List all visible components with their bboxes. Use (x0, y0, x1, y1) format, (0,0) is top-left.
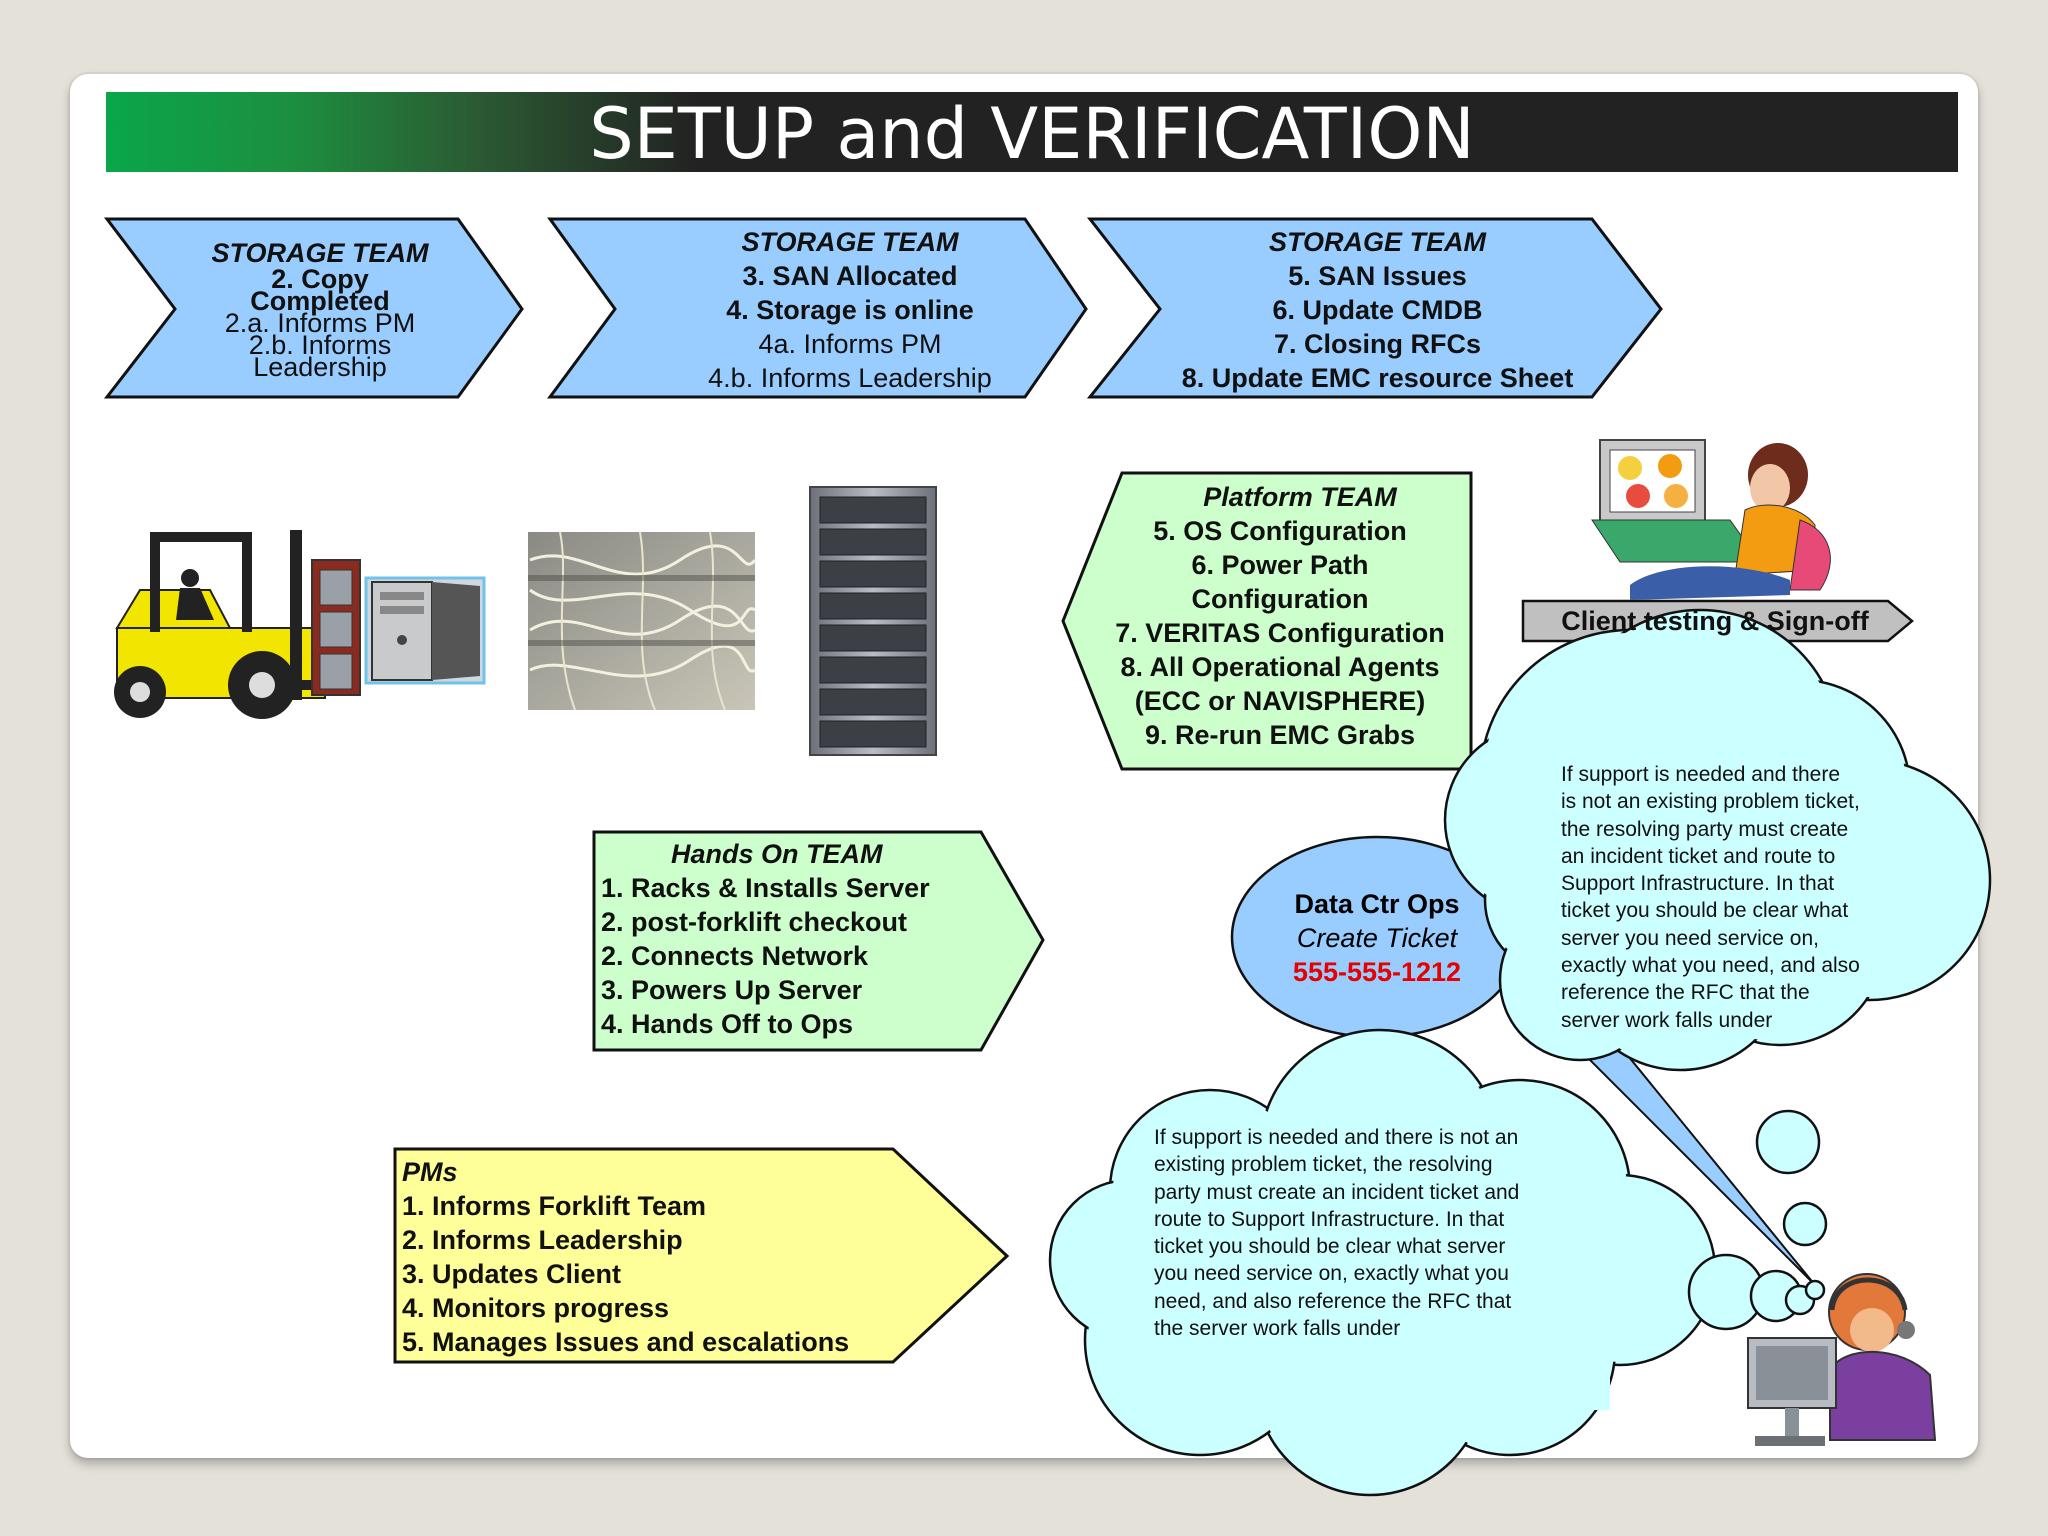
cloud-bottom-line: the server work falls under (1154, 1317, 1401, 1341)
thought-cloud-bottom-text: If support is needed and there is not an… (1154, 1124, 1574, 1342)
hands-on-team-text: Hands On TEAM 1. Racks & Installs Server… (601, 837, 981, 1041)
cloud-top-line: ticket you should be clear what (1561, 899, 1849, 923)
platform-team-text: Platform TEAM 5. OS Configuration 6. Pow… (1090, 480, 1470, 752)
create-ticket-label: Create Ticket (1296, 923, 1458, 953)
storage-team-3-item: 7. Closing RFCs (1273, 329, 1482, 359)
forklift-icon (114, 530, 486, 719)
storage-team-2-text: STORAGE TEAM 3. SAN Allocated 4. Storage… (640, 225, 1060, 395)
storage-team-3-title: STORAGE TEAM (1268, 227, 1486, 257)
cloud-bottom-line: you need service on, exactly what you (1154, 1262, 1509, 1286)
storage-team-2-title: STORAGE TEAM (741, 227, 959, 257)
hands-on-team-box (592, 830, 1045, 1052)
platform-team-title: Platform TEAM (1203, 482, 1397, 512)
cloud-bottom-line: route to Support Infrastructure. In that (1154, 1207, 1505, 1231)
storage-team-1-item: 2.a. Informs PM (224, 308, 416, 338)
operator-headset-icon (1747, 1273, 1937, 1446)
client-testing-icon (1591, 439, 1831, 600)
cloud-bottom-line: need, and also reference the RFC that (1154, 1289, 1512, 1313)
platform-team-item: Configuration (1191, 584, 1369, 614)
storage-team-3-item: 5. SAN Issues (1288, 261, 1467, 291)
hands-on-team-item: 4. Hands Off to Ops (601, 1009, 854, 1039)
hands-on-team-item: 1. Racks & Installs Server (601, 873, 930, 903)
slide-title: SETUP and VERIFICATION (589, 93, 1475, 175)
pms-title: PMs (402, 1157, 458, 1187)
storage-team-1-title: STORAGE TEAM (211, 238, 429, 268)
storage-rack-icon (809, 486, 937, 756)
storage-team-2-item: 4. Storage is online (726, 295, 974, 325)
client-signoff-label: Client testing & Sign-off (1561, 606, 1869, 636)
platform-team-item: 7. VERITAS Configuration (1115, 618, 1445, 648)
platform-team-box (1061, 471, 1473, 771)
cloud-top-line: is not an existing problem ticket, (1561, 790, 1860, 814)
platform-team-item: 9. Re-run EMC Grabs (1144, 720, 1416, 750)
pms-box (393, 1147, 1010, 1364)
pms-text: PMs 1. Informs Forklift Team 2. Informs … (402, 1155, 902, 1359)
thought-bubbles (1687, 1109, 1828, 1331)
pms-item: 3. Updates Client (402, 1259, 622, 1289)
network-cables-image (528, 531, 757, 711)
storage-team-1-item: Completed (250, 286, 390, 316)
cloud-bottom-line: existing problem ticket, the resolving (1154, 1153, 1493, 1177)
storage-team-2-item: 3. SAN Allocated (742, 261, 958, 291)
storage-team-1-item: 2.b. Informs (248, 330, 392, 360)
storage-team-3-item: 8. Update EMC resource Sheet (1181, 363, 1574, 393)
storage-team-2-chevron (547, 217, 1088, 399)
platform-team-item: 6. Power Path (1191, 550, 1369, 580)
storage-team-3-item: 6. Update CMDB (1272, 295, 1483, 325)
cloud-top-line: Support Infrastructure. In that (1561, 872, 1835, 896)
cloud-top-line: exactly what you need, and also (1561, 954, 1860, 978)
storage-team-1-item: 2. Copy (271, 264, 369, 294)
hands-on-team-item: 2. Connects Network (601, 941, 869, 971)
cloud-top-line: reference the RFC that the (1561, 981, 1810, 1005)
cloud-top-line: server work falls under (1561, 1008, 1773, 1032)
pms-item: 5. Manages Issues and escalations (402, 1327, 850, 1357)
storage-team-1-item: Leadership (253, 352, 387, 382)
thought-cloud-top-text: If support is needed and there is not an… (1561, 761, 1881, 1034)
hands-on-team-title: Hands On TEAM (671, 839, 883, 869)
cloud-bottom-line: party must create an incident ticket and (1154, 1180, 1520, 1204)
storage-team-2-item: 4.b. Informs Leadership (708, 363, 992, 393)
storage-team-3-chevron (1086, 217, 1663, 399)
hands-on-team-item: 2. post-forklift checkout (601, 907, 908, 937)
cloud-bottom-line: ticket you should be clear what server (1154, 1235, 1506, 1259)
storage-team-3-text: STORAGE TEAM 5. SAN Issues 6. Update CMD… (1140, 225, 1615, 395)
storage-team-1-chevron (103, 217, 524, 399)
pms-item: 2. Informs Leadership (402, 1225, 683, 1255)
storage-team-2-item: 4a. Informs PM (758, 329, 942, 359)
cloud-top-line: an incident ticket and route to (1561, 844, 1836, 868)
storage-team-1-text: STORAGE TEAM 2. Copy Completed 2.a. Info… (190, 238, 450, 382)
title-bar: SETUP and VERIFICATION (106, 92, 1958, 175)
platform-team-item: 5. OS Configuration (1153, 516, 1407, 546)
cloud-bottom-line: If support is needed and there is not an (1154, 1126, 1519, 1149)
cloud-top-line: the resolving party must create (1561, 817, 1849, 841)
platform-team-item: (ECC or NAVISPHERE) (1134, 686, 1426, 716)
platform-team-item: 8. All Operational Agents (1120, 652, 1440, 682)
hands-on-team-item: 3. Powers Up Server (601, 975, 863, 1005)
data-ctr-phone: 555-555-1212 (1292, 957, 1462, 987)
pms-item: 1. Informs Forklift Team (402, 1191, 707, 1221)
data-ctr-ops-text: Data Ctr Ops Create Ticket 555-555-1212 (1237, 887, 1517, 989)
cloud-top-line: If support is needed and there (1561, 763, 1841, 786)
cloud-top-line: server you need service on, (1561, 926, 1819, 950)
data-ctr-ops-title: Data Ctr Ops (1294, 889, 1460, 919)
pms-item: 4. Monitors progress (402, 1293, 670, 1323)
